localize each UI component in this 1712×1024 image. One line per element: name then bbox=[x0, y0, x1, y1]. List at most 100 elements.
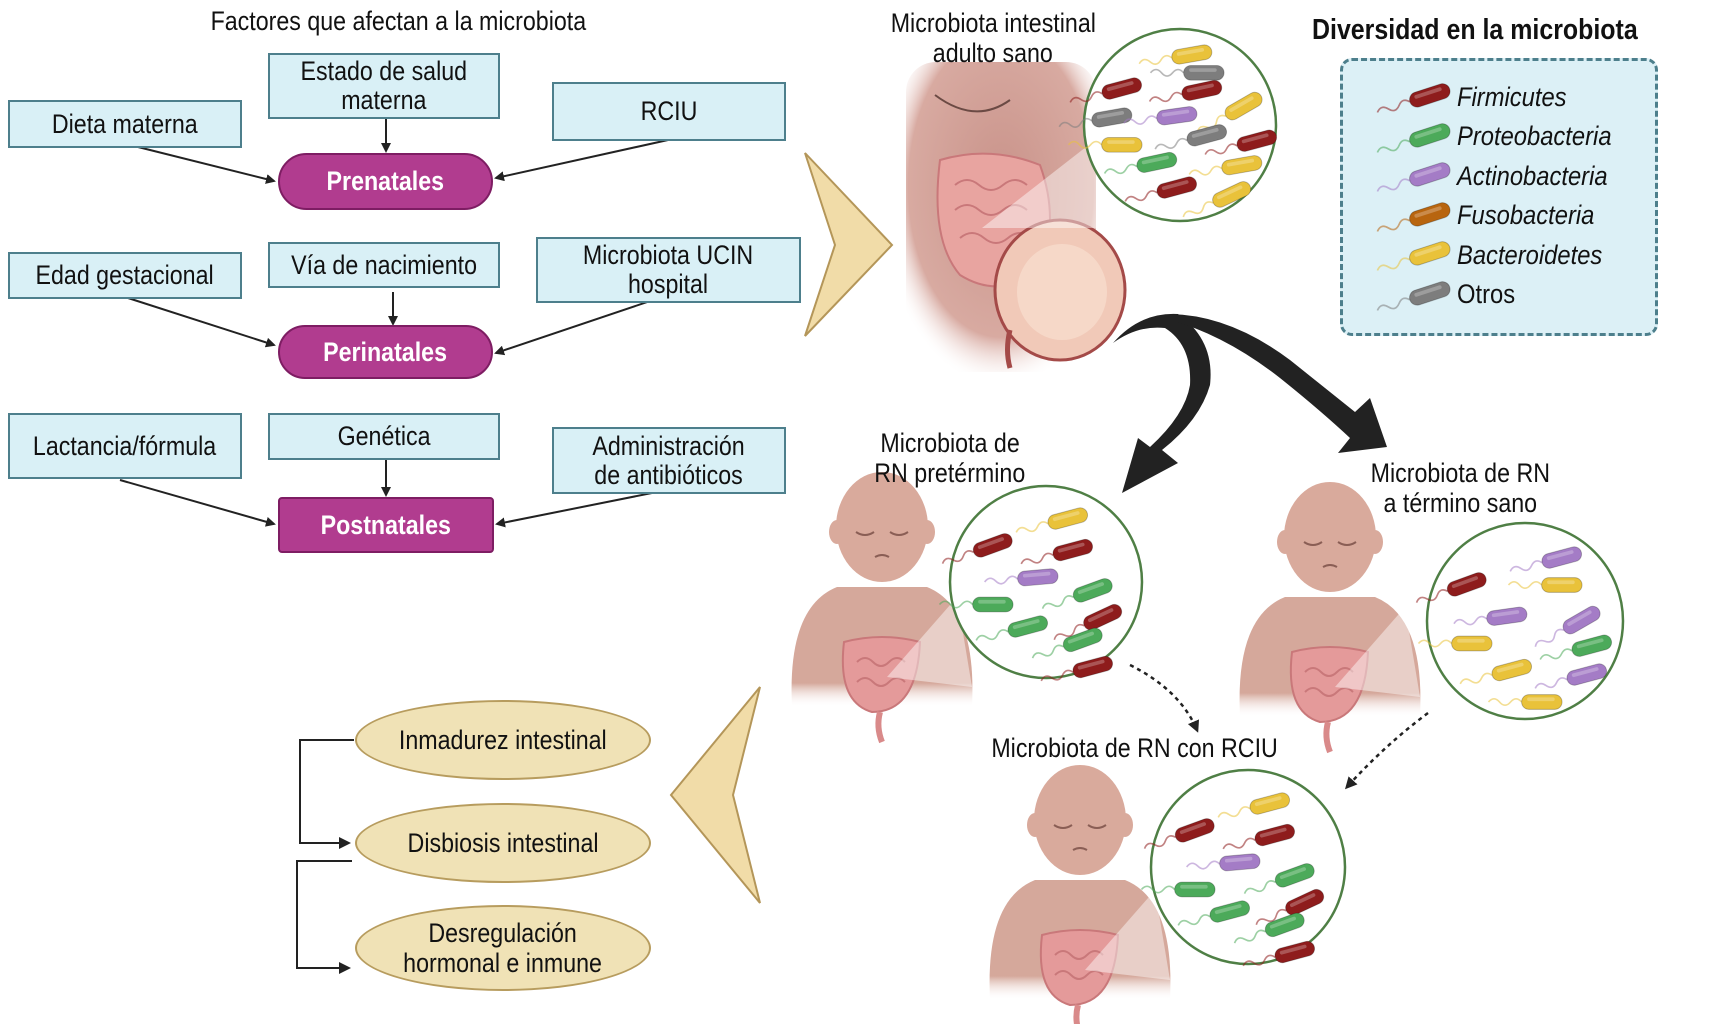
bacterium-icon bbox=[1204, 129, 1278, 155]
bacterium-icon bbox=[1041, 578, 1113, 609]
legend-item-firmicutes: Firmicutes bbox=[1343, 79, 1582, 115]
factor-box-lactancia-formula: Lactancia/fórmula bbox=[8, 413, 242, 479]
bacterium-icon bbox=[1217, 792, 1291, 818]
bacterium-icon bbox=[938, 596, 1014, 613]
bacterium-icon bbox=[1040, 655, 1114, 682]
bacterium-icon bbox=[1154, 124, 1228, 150]
bacterium-icon bbox=[1123, 106, 1198, 126]
bacterium-icon bbox=[1459, 658, 1533, 685]
bacterium-icon bbox=[1069, 77, 1143, 103]
magnifier-circle bbox=[1425, 521, 1625, 721]
legend-item-label: Fusobacteria bbox=[1457, 200, 1595, 230]
bacterium-icon bbox=[1177, 900, 1251, 926]
connector-arrow bbox=[137, 146, 276, 184]
bacterium-icon bbox=[1149, 64, 1225, 81]
bacterium-icon bbox=[1453, 606, 1528, 626]
factor-box-edad-gestacional: Edad gestacional bbox=[8, 252, 242, 299]
bacterium-icon bbox=[1376, 162, 1451, 192]
legend-item-label: Firmicutes bbox=[1457, 81, 1567, 112]
connector-arrow bbox=[127, 297, 276, 348]
bacterium-icon bbox=[1020, 538, 1094, 565]
bacterium-icon bbox=[1188, 155, 1263, 176]
bacterium-icon bbox=[1242, 940, 1316, 967]
bacterium-icon bbox=[984, 568, 1059, 587]
connector-arrow bbox=[494, 295, 666, 356]
adult-microbiota-circle bbox=[1058, 27, 1278, 223]
connector-arrow bbox=[495, 489, 668, 528]
factor-box-genetica: Genética bbox=[268, 413, 500, 460]
legend-item-label: Otros bbox=[1457, 279, 1516, 309]
bacterium-icon bbox=[1509, 546, 1583, 572]
factor-box-dieta-materna: Dieta materna bbox=[8, 100, 242, 148]
factor-box-estado-salud-materna: Estado de salud materna bbox=[268, 53, 500, 119]
bacterium-icon bbox=[1182, 181, 1252, 218]
factor-box-antibioticos: Administración de antibióticos bbox=[552, 427, 786, 494]
bacterium-icon bbox=[1376, 83, 1451, 113]
dashed-arrow-preterm-to-rciu bbox=[1129, 663, 1199, 733]
pregnant-woman-illustration bbox=[906, 62, 1127, 372]
legend-item-otros: Otros bbox=[1343, 277, 1523, 313]
bacterium-icon bbox=[1255, 888, 1325, 926]
arrow-to-preterm bbox=[1113, 313, 1211, 493]
bacterium-icon bbox=[1534, 605, 1601, 647]
bacterium-icon bbox=[1140, 881, 1216, 898]
bacterium-icon bbox=[1015, 507, 1089, 533]
bacterium-icon bbox=[941, 533, 1013, 564]
rciu-baby-illustration bbox=[989, 765, 1171, 1024]
bacterium-icon bbox=[1243, 863, 1315, 894]
bacterium-icon bbox=[1539, 634, 1613, 660]
bacterium-icon bbox=[1487, 694, 1563, 710]
bacterium-icon bbox=[1376, 241, 1451, 271]
factor-box-rciu: RCIU bbox=[552, 82, 786, 141]
legend-item-actinobacteria: Actinobacteria bbox=[1343, 158, 1628, 194]
bacterium-icon bbox=[1417, 635, 1493, 652]
dashed-arrows bbox=[1129, 663, 1429, 790]
chevron-left-icon bbox=[669, 686, 761, 904]
branch-arrows bbox=[1113, 313, 1387, 493]
bacterium-icon bbox=[1058, 107, 1133, 128]
factor-box-via-nacimiento: Vía de nacimiento bbox=[268, 242, 500, 288]
legend-item-proteobacteria: Proteobacteria bbox=[1343, 119, 1633, 155]
bacterium-icon bbox=[1124, 176, 1198, 202]
legend-item-label: Bacteroidetes bbox=[1457, 239, 1603, 270]
chevron-right-icon bbox=[804, 152, 894, 337]
bacterium-icon bbox=[1233, 912, 1305, 944]
term-microbiota-circle bbox=[1415, 521, 1625, 721]
outcome-desregulacion: Desregulación hormonal e inmune bbox=[355, 905, 651, 991]
bacterium-icon bbox=[1186, 853, 1261, 872]
legend-item-fusobacteria: Fusobacteria bbox=[1343, 198, 1613, 234]
legend-title: Diversidad en la microbiota bbox=[1312, 14, 1638, 46]
legend-item-bacteroidetes: Bacteroidetes bbox=[1343, 237, 1622, 273]
stage-perinatales: Perinatales bbox=[278, 325, 493, 379]
bacterium-icon bbox=[1376, 201, 1451, 232]
stage-prenatales: Prenatales bbox=[278, 153, 493, 210]
outcome-connectors bbox=[296, 739, 354, 974]
factors-title: Factores que afectan a la microbiota bbox=[210, 6, 587, 36]
bacterium-icon bbox=[1376, 280, 1451, 311]
rciu-microbiota-label: Microbiota de RN con RCIU bbox=[991, 733, 1279, 763]
factor-box-microbiota-ucin: Microbiota UCIN hospital bbox=[536, 237, 801, 303]
term-baby-illustration bbox=[1239, 482, 1421, 754]
bacterium-icon bbox=[1376, 122, 1451, 153]
flowchart-connectors bbox=[119, 118, 669, 528]
arrow-to-term bbox=[1170, 314, 1387, 453]
bacterium-icon bbox=[1222, 823, 1296, 850]
connector-arrow bbox=[494, 139, 669, 182]
bacterium-icon bbox=[1103, 151, 1178, 175]
bacterium-icon bbox=[1376, 280, 1451, 311]
bacterium-icon bbox=[1143, 818, 1215, 849]
outcome-disbiosis-intestinal: Disbiosis intestinal bbox=[355, 803, 651, 883]
outcome-inmadurez-intestinal: Inmadurez intestinal bbox=[355, 700, 651, 780]
bacterium-icon bbox=[1376, 122, 1451, 153]
bacterium-icon bbox=[1138, 44, 1213, 65]
preterm-baby-illustration bbox=[791, 472, 973, 744]
stage-postnatales: Postnatales bbox=[278, 497, 494, 553]
bacterium-icon bbox=[1148, 79, 1223, 103]
legend-item-label: Proteobacteria bbox=[1457, 121, 1612, 151]
